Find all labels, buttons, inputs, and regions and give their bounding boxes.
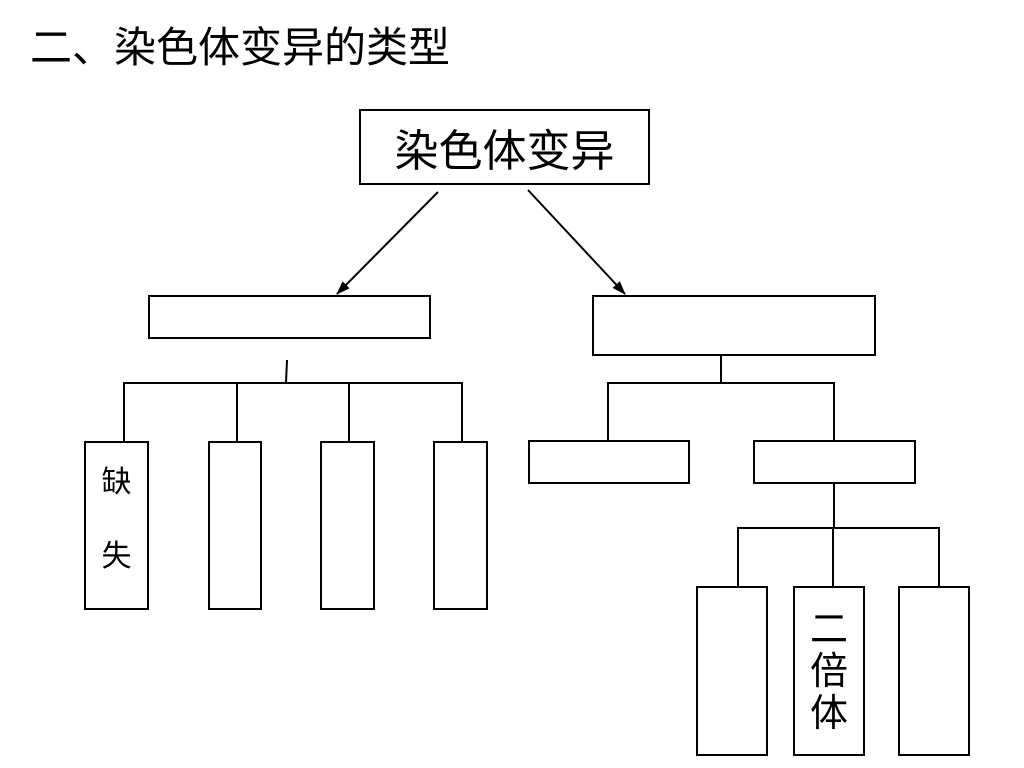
arrow-to-structural-branch	[336, 191, 439, 295]
set-type-box-1	[696, 586, 768, 756]
connector-structural-stem	[285, 359, 288, 384]
set-type-2-char-2: 倍	[809, 649, 848, 693]
structural-type-1-char-2: 失	[101, 539, 132, 574]
slide-title: 二、染色体变异的类型	[30, 23, 451, 72]
number-branch-label	[594, 297, 874, 354]
set-type-2-char-3: 体	[809, 691, 848, 735]
set-type-2-char-1: 二	[809, 607, 848, 651]
number-type-box-1	[528, 440, 690, 484]
structural-type-1-char-1: 缺	[101, 465, 132, 500]
set-type-box-3	[898, 586, 970, 756]
root-box: 染色体变异	[359, 109, 650, 185]
set-type-box-2: 二 倍 体	[793, 586, 865, 756]
number-branch-box	[592, 295, 876, 356]
structural-branch-box	[148, 295, 431, 339]
structural-branch-label	[150, 297, 429, 337]
structural-type-box-2	[208, 441, 262, 610]
structural-type-box-3	[320, 441, 375, 610]
root-label: 染色体变异	[394, 126, 615, 177]
number-type-1-label	[530, 442, 688, 482]
arrow-to-number-branch	[527, 189, 626, 295]
number-type-box-2	[753, 440, 916, 484]
structural-type-box-1: 缺 失	[84, 441, 149, 610]
structural-type-box-4	[433, 441, 488, 610]
number-type-2-label	[755, 442, 914, 482]
